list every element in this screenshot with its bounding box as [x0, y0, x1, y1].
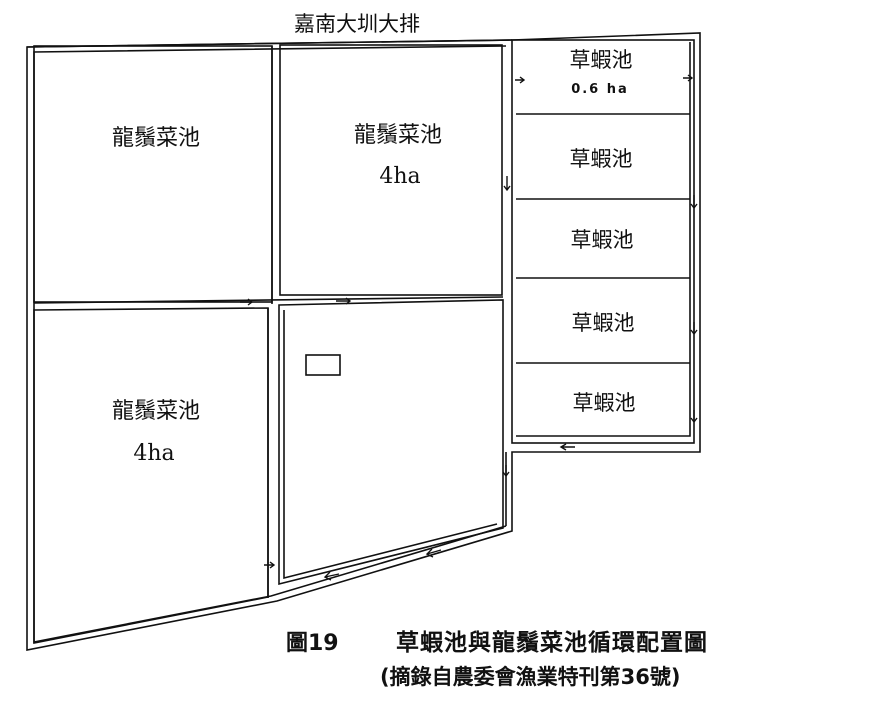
shrimp-pond-4-label: 草蝦池 — [572, 311, 635, 335]
flow-arrow-icon — [683, 74, 694, 82]
figure-number: 圖19 — [286, 631, 339, 656]
channel-bottom-mid — [283, 310, 498, 580]
flow-arrow-icon — [336, 297, 352, 305]
channel-center — [33, 296, 504, 304]
pond-top-left — [33, 45, 273, 303]
pond-top-mid-label: 龍鬚菜池 — [354, 123, 442, 148]
shrimp-pond-3-label: 草蝦池 — [571, 228, 634, 252]
shrimp-pond-1-area: 0.6 ha — [571, 82, 629, 97]
sluice-box — [305, 354, 341, 376]
flow-arrow-icon — [515, 76, 526, 84]
flow-arrow-icon — [425, 548, 442, 558]
pond-bottom-left-area: 4ha — [133, 441, 174, 466]
shrimp-pond-1-label: 草蝦池 — [570, 48, 633, 72]
pond-bottom-left — [33, 307, 269, 644]
flow-arrow-icon — [503, 176, 511, 192]
outer-boundary-outer — [26, 32, 701, 651]
flow-arrow-icon — [264, 561, 276, 569]
figure-title: 草蝦池與龍鬚菜池循環配置圖 — [396, 629, 708, 656]
pond-bottom-left-label: 龍鬚菜池 — [112, 399, 200, 424]
pond-top-left-label: 龍鬚菜池 — [112, 126, 200, 151]
shrimp-pond-5-label: 草蝦池 — [573, 391, 636, 415]
pond-top-mid-area: 4ha — [379, 164, 420, 189]
flow-arrow-icon — [690, 195, 698, 210]
shrimp-pond-2-label: 草蝦池 — [570, 147, 633, 171]
figure-source: (摘錄自農委會漁業特刊第36號) — [380, 665, 680, 689]
flow-arrow-icon — [502, 465, 510, 478]
canal-label: 嘉南大圳大排 — [294, 12, 420, 36]
flow-arrow-icon — [690, 410, 698, 424]
pond-top-mid — [279, 44, 503, 296]
shrimp-frame — [511, 39, 695, 444]
flow-arrow-icon — [690, 322, 698, 336]
pond-bottom-mid — [278, 299, 504, 586]
flow-arrow-icon — [240, 298, 254, 306]
flow-arrow-icon — [559, 443, 575, 451]
shrimp-outer-channel — [516, 42, 691, 437]
flow-arrow-icon — [323, 571, 340, 581]
